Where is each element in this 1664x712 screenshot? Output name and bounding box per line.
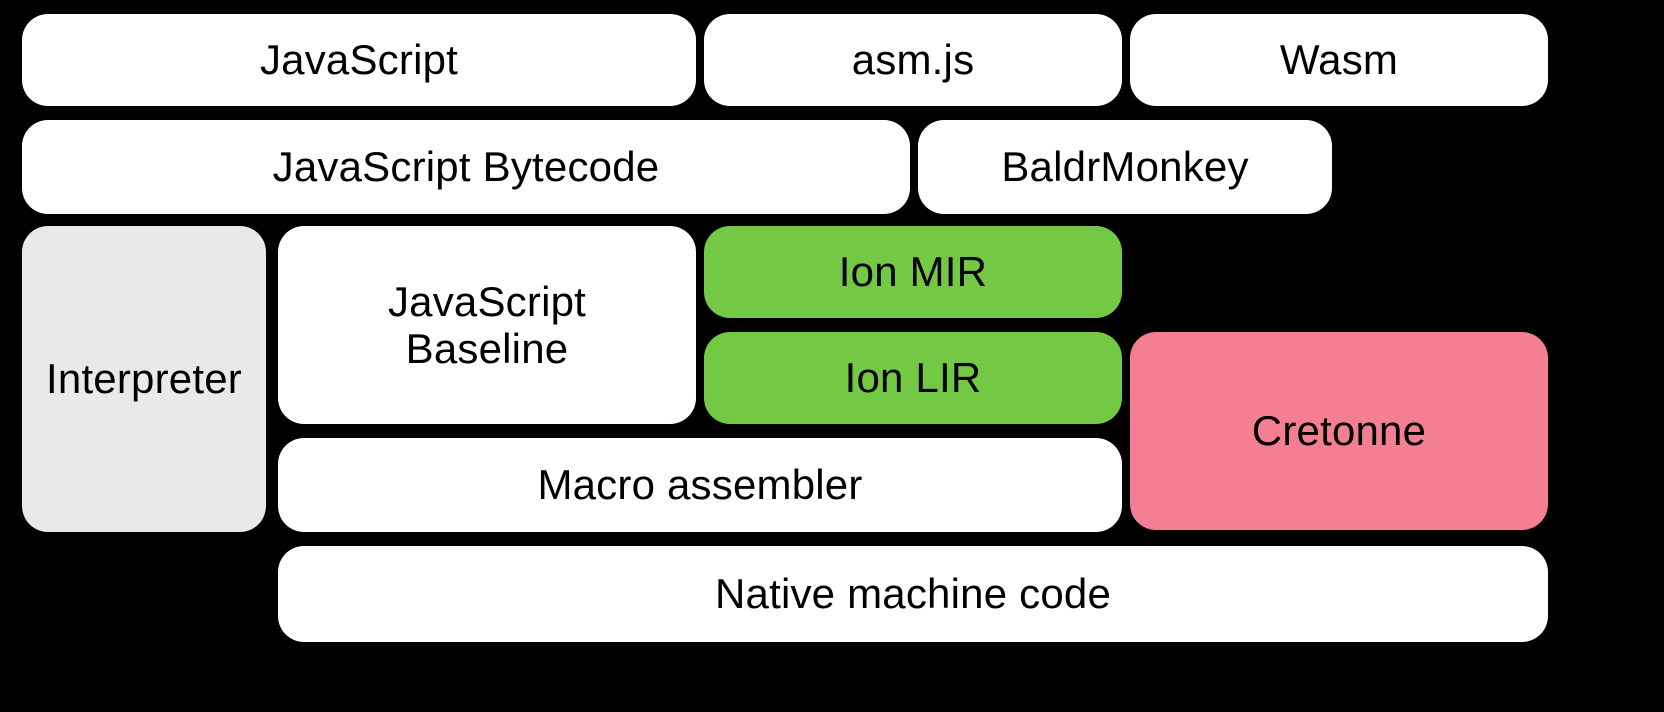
node-macro-assembler: Macro assembler <box>278 438 1122 532</box>
node-interpreter: Interpreter <box>22 226 266 532</box>
node-javascript: JavaScript <box>22 14 696 106</box>
node-cretonne: Cretonne <box>1130 332 1548 530</box>
node-javascript-baseline: JavaScript Baseline <box>278 226 696 424</box>
node-javascript-bytecode: JavaScript Bytecode <box>22 120 910 214</box>
node-asmjs: asm.js <box>704 14 1122 106</box>
node-native-machine-code: Native machine code <box>278 546 1548 642</box>
node-ion-mir: Ion MIR <box>704 226 1122 318</box>
node-wasm: Wasm <box>1130 14 1548 106</box>
node-baldrmonkey: BaldrMonkey <box>918 120 1332 214</box>
node-ion-lir: Ion LIR <box>704 332 1122 424</box>
